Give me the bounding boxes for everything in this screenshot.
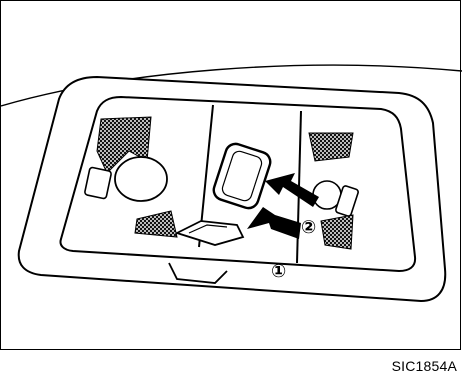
callout-2: ② — [301, 217, 316, 238]
left-lamp-lens — [115, 157, 167, 201]
left-lamp-switch — [84, 167, 111, 199]
overhead-console-illustration: ① ② — [1, 1, 462, 351]
right-lamp-mesh-bottom — [321, 215, 353, 249]
figure-code: SIC1854A — [392, 358, 457, 374]
right-lamp-mesh-top — [309, 133, 353, 161]
callout-1: ① — [271, 261, 286, 282]
illustration-frame: ① ② — [0, 0, 461, 350]
